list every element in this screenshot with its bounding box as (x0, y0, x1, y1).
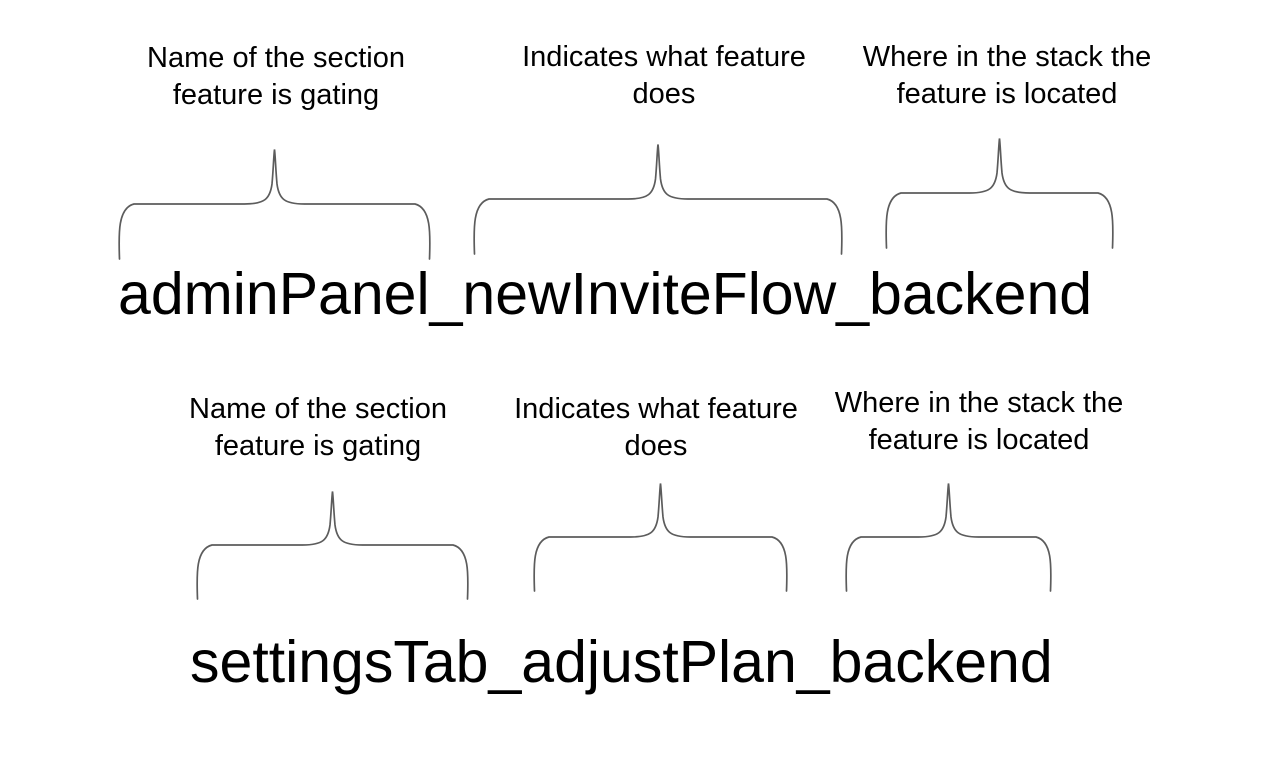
brace-stack-segment-bottom (845, 483, 1052, 592)
brace-feature-segment-top (473, 144, 843, 255)
annotation-line: Name of the section (189, 393, 447, 425)
annotation-line: Where in the stack the (862, 41, 1152, 73)
annotation-feature-purpose-bottom: Indicates what feature does (486, 391, 826, 465)
annotation-stack-location-bottom: Where in the stack the feature is locate… (809, 385, 1149, 459)
brace-feature-segment-bottom (533, 483, 788, 592)
brace-section-segment-top (118, 149, 431, 260)
annotation-line: feature is gating (214, 430, 422, 462)
annotation-line: does (624, 430, 688, 462)
annotation-line: feature is gating (172, 79, 380, 111)
annotation-line: Indicates what feature (514, 393, 798, 425)
annotation-feature-purpose-top: Indicates what feature does (494, 39, 834, 113)
flag-name-bottom: settingsTab_adjustPlan_backend (190, 629, 1053, 695)
annotation-line: feature is located (896, 78, 1118, 110)
annotation-line: Name of the section (147, 42, 405, 74)
annotation-section-name-bottom: Name of the section feature is gating (148, 391, 488, 465)
annotation-section-name-top: Name of the section feature is gating (106, 40, 446, 114)
annotation-line: Where in the stack the (834, 387, 1124, 419)
annotation-stack-location-top: Where in the stack the feature is locate… (837, 39, 1177, 113)
brace-stack-segment-top (885, 138, 1114, 249)
annotation-line: Indicates what feature (522, 41, 806, 73)
annotation-line: feature is located (868, 424, 1090, 456)
flag-name-top: adminPanel_newInviteFlow_backend (118, 261, 1093, 327)
brace-section-segment-bottom (196, 491, 469, 600)
annotation-line: does (632, 78, 696, 110)
